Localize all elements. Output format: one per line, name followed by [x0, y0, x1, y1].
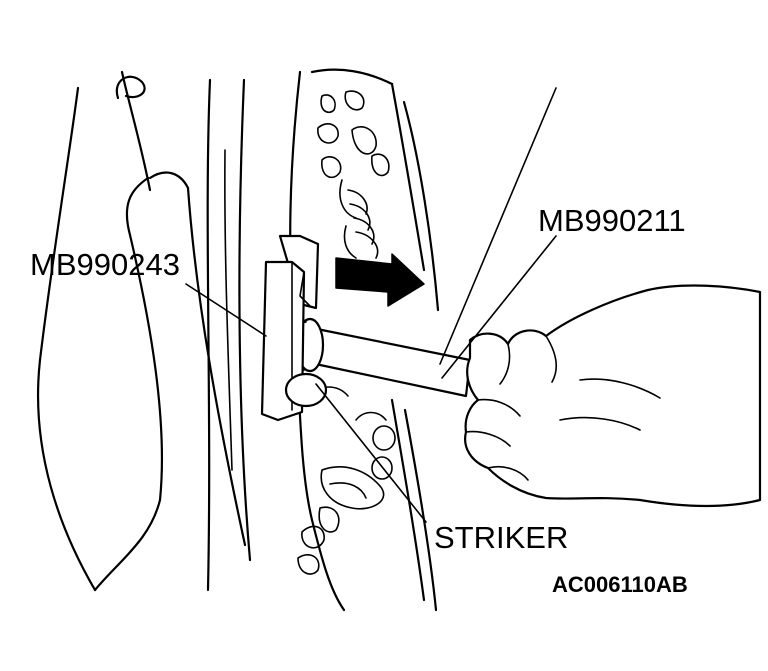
arrow-right-icon — [335, 253, 425, 307]
figure-id: AC006110AB — [552, 572, 688, 597]
hand-holding-tool — [464, 284, 762, 508]
striker-bolt — [339, 179, 379, 259]
body-panel-outline — [36, 70, 252, 592]
label-striker: STRIKER — [434, 520, 569, 555]
label-mb990211: MB990211 — [538, 203, 686, 238]
leader-lines — [185, 87, 557, 523]
tool-adapter-block — [260, 234, 328, 422]
lower-pillar-detail — [297, 386, 396, 575]
label-mb990243: MB990243 — [30, 247, 180, 282]
